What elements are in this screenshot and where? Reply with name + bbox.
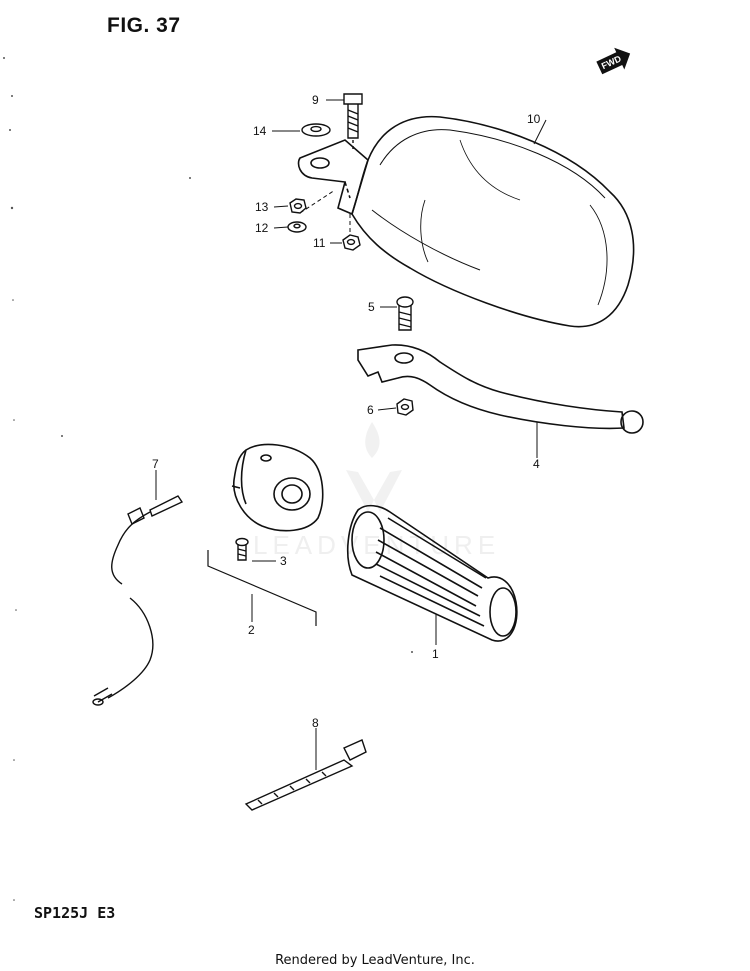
forward-arrow-icon: [596, 47, 631, 75]
switch-housing: [231, 443, 324, 532]
callout-12: 12: [255, 221, 269, 235]
callout-9: 9: [312, 93, 319, 107]
watermark-logo: LEADVENTURE: [253, 422, 500, 560]
callout-10: 10: [527, 112, 541, 126]
washer-12: [287, 221, 307, 233]
callout-2: 2: [248, 623, 255, 637]
model-code: SP125J E3: [34, 904, 116, 922]
callout-3: 3: [280, 554, 287, 568]
pivot-bolt: [396, 296, 414, 331]
render-credit: Rendered by LeadVenture, Inc.: [275, 953, 475, 968]
callout-13: 13: [255, 200, 269, 214]
mirror: [297, 115, 635, 328]
callout-11: 11: [313, 236, 326, 250]
nut-13: [289, 198, 307, 214]
cable-tie: [244, 739, 367, 811]
lever: [357, 344, 644, 434]
callout-6: 6: [367, 403, 374, 417]
callout-14: 14: [253, 124, 267, 138]
scan-artifacts: [3, 57, 413, 901]
screw-3: [235, 537, 249, 561]
nut-6: [396, 398, 414, 416]
leader-lines: [155, 99, 547, 770]
callout-7: 7: [152, 457, 159, 471]
callout-1: 1: [432, 647, 439, 661]
callout-8: 8: [312, 716, 319, 730]
watermark-text: LEADVENTURE: [253, 530, 500, 560]
fwd-badge: FWD: [596, 47, 631, 75]
washer-14: [301, 123, 331, 137]
grip: [346, 504, 518, 642]
nut-11: [342, 234, 361, 251]
callout-4: 4: [533, 457, 540, 471]
figure-title: FIG. 37: [107, 14, 181, 37]
mirror-bolt: [343, 93, 363, 152]
callout-5: 5: [368, 300, 375, 314]
switch-wire: [92, 495, 184, 706]
